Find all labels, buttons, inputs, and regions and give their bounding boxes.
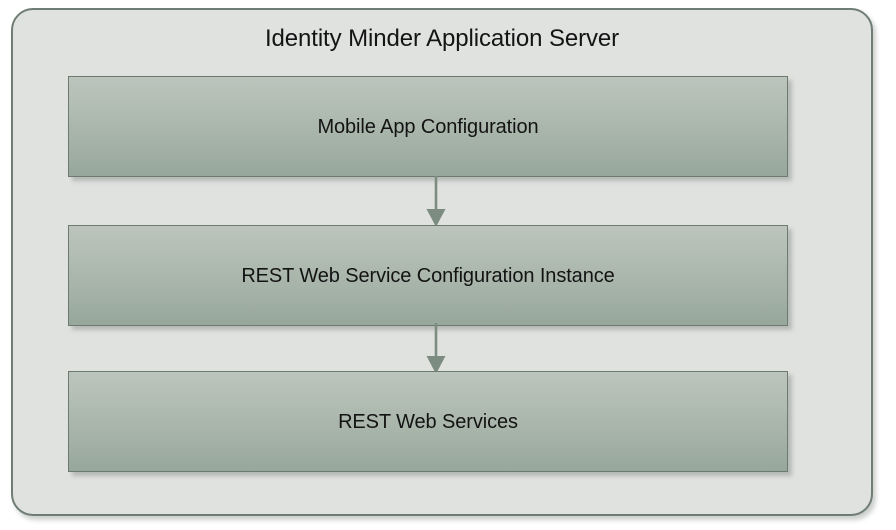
node-label: Mobile App Configuration <box>317 115 539 138</box>
node-rest-web-services[interactable]: REST Web Services <box>68 371 788 472</box>
container-title: Identity Minder Application Server <box>264 25 620 52</box>
node-label: REST Web Services <box>338 410 518 433</box>
node-rest-web-service-configuration-instance[interactable]: REST Web Service Configuration Instance <box>68 225 788 326</box>
connector-rest-config-to-rest-web-services <box>415 323 457 375</box>
arrow-down-icon <box>426 323 446 374</box>
node-mobile-app-configuration[interactable]: Mobile App Configuration <box>68 76 788 177</box>
connector-mobile-app-to-rest-config <box>415 176 457 228</box>
arrow-down-icon <box>426 176 446 227</box>
identity-minder-application-server-container: Identity Minder Application Server Mobil… <box>11 8 873 516</box>
node-label: REST Web Service Configuration Instance <box>241 264 615 287</box>
